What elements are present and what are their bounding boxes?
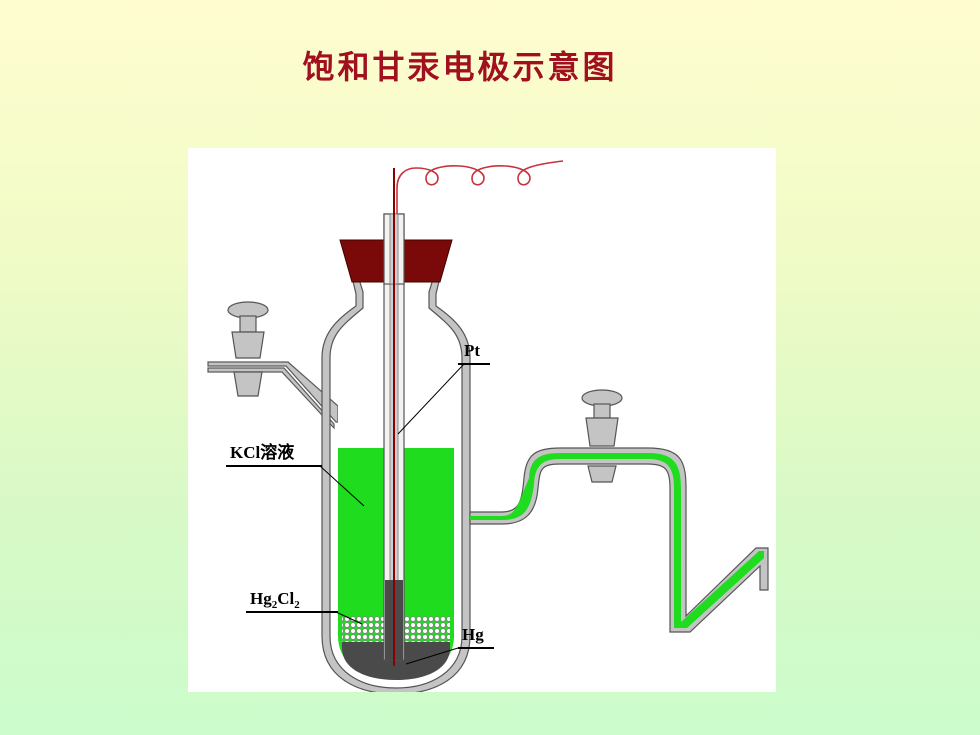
salt-bridge-tube [469,447,769,633]
left-stopcock [227,301,269,397]
pt-leader [397,363,465,435]
hg2cl2-label: Hg2Cl2 [250,589,300,611]
left-side-arm [207,361,339,423]
lead-wire-coil [396,160,564,218]
kcl-label: KCl溶液 [230,442,294,463]
page-title: 饱和甘汞电极示意图 [302,48,618,86]
right-stopcock [581,389,623,483]
hg-leader [405,647,459,665]
kcl-leader [319,465,365,507]
hg-label: Hg [462,625,484,644]
calomel-electrode-diagram: Pt KCl溶液 Hg2Cl2 Hg [207,160,769,692]
mercury-pool [342,642,450,680]
hg2cl2-leader [335,611,363,625]
diagram-panel: Pt KCl溶液 Hg2Cl2 Hg [188,148,776,692]
pt-label: Pt [464,341,480,360]
